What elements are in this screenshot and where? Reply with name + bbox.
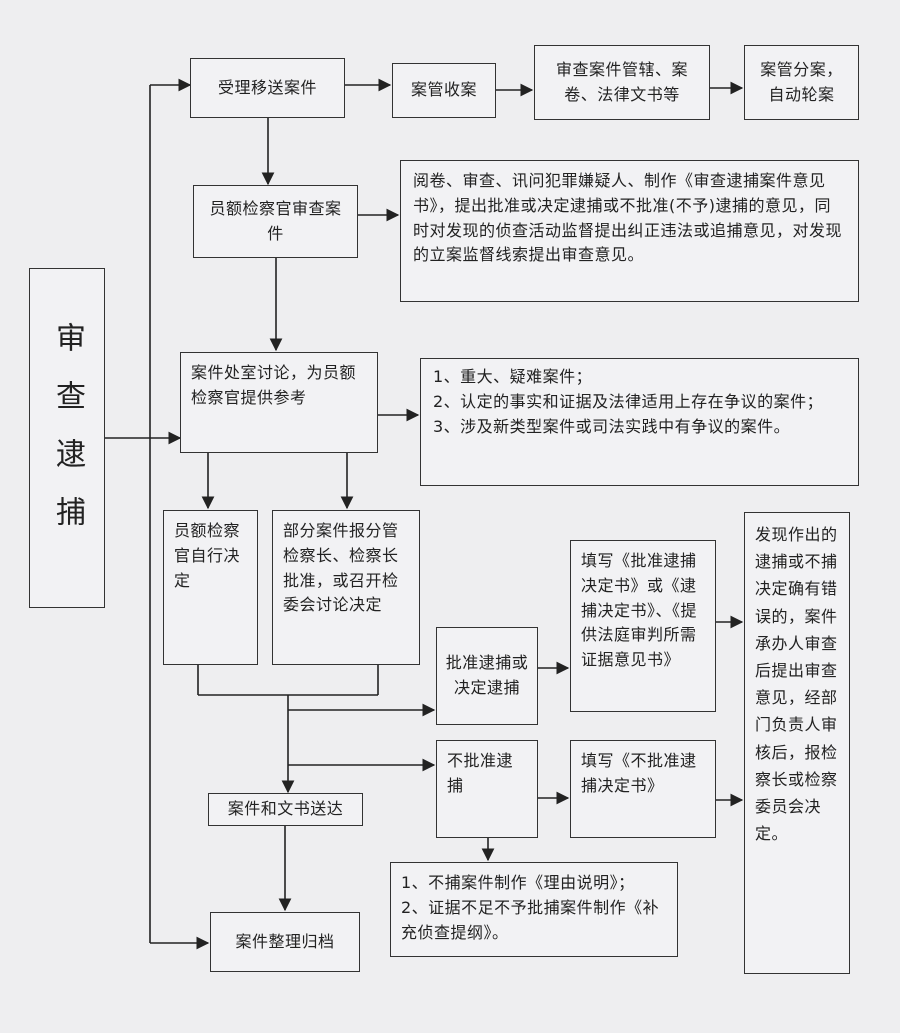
node-discussion-label: 案件处室讨论，为员额检察官提供参考: [191, 363, 357, 407]
not-arrest-note-item: 1、不捕案件制作《理由说明》；: [401, 873, 635, 892]
node-deliver: 案件和文书送达: [208, 793, 363, 826]
node-review-detail-label: 阅卷、审查、讯问犯罪嫌疑人、制作《审查逮捕案件意见书》，提出批准或决定逮捕或不批…: [413, 171, 843, 265]
node-not-approve-docs-label: 填写《不批准逮捕决定书》: [581, 751, 697, 795]
node-not-approve-label: 不批准逮捕: [447, 751, 514, 795]
node-archive-label: 案件整理归档: [235, 931, 335, 951]
node-self-decide: 员额检察官自行决定: [163, 510, 258, 665]
node-self-decide-label: 员额检察官自行决定: [174, 521, 241, 590]
node-review-jurisdiction-label: 审查案件管辖、案卷、法律文书等: [555, 59, 688, 104]
not-arrest-note-item: 2、证据不足不予批捕案件制作《补充侦查提纲》。: [401, 897, 660, 942]
node-prosecutor-review: 员额检察官审查案件: [193, 185, 358, 258]
node-not-approve-docs: 填写《不批准逮捕决定书》: [570, 740, 716, 838]
node-case-assign-label: 案管分案，自动轮案: [760, 59, 843, 104]
node-approve-docs-label: 填写《批准逮捕决定书》或《逮捕决定书》、《提供法庭审判所需证据意见书》: [581, 551, 698, 670]
title-text: 审查逮捕: [50, 322, 85, 554]
node-case-receipt: 案管收案: [392, 63, 496, 118]
node-report-decide: 部分案件报分管检察长、检察长批准，或召开检委会讨论决定: [272, 510, 420, 665]
node-error-correction-label: 发现作出的逮捕或不捕决定确有错误的，案件承办人审查后提出审查意见，经部门负责人审…: [755, 525, 838, 844]
discussion-case-item: 1、重大、疑难案件；: [433, 367, 593, 386]
node-report-decide-label: 部分案件报分管检察长、检察长批准，或召开检委会讨论决定: [283, 521, 399, 615]
node-approve-docs: 填写《批准逮捕决定书》或《逮捕决定书》、《提供法庭审判所需证据意见书》: [570, 540, 716, 712]
node-archive: 案件整理归档: [210, 912, 360, 972]
node-discussion: 案件处室讨论，为员额检察官提供参考: [180, 352, 378, 453]
node-not-arrest-notes: 1、不捕案件制作《理由说明》； 2、证据不足不予批捕案件制作《补充侦查提纲》。: [390, 862, 678, 957]
node-prosecutor-review-label: 员额检察官审查案件: [209, 198, 342, 243]
title-box: 审查逮捕: [29, 268, 105, 608]
node-discussion-cases: 1、重大、疑难案件； 2、认定的事实和证据及法律适用上存在争议的案件； 3、涉及…: [420, 358, 859, 486]
discussion-case-item: 2、认定的事实和证据及法律适用上存在争议的案件；: [433, 391, 824, 411]
node-case-assign: 案管分案，自动轮案: [744, 45, 859, 120]
node-accept: 受理移送案件: [190, 58, 345, 118]
node-review-jurisdiction: 审查案件管辖、案卷、法律文书等: [534, 45, 710, 120]
node-deliver-label: 案件和文书送达: [227, 799, 344, 819]
node-error-correction: 发现作出的逮捕或不捕决定确有错误的，案件承办人审查后提出审查意见，经部门负责人审…: [744, 512, 850, 974]
node-not-approve: 不批准逮捕: [436, 740, 538, 838]
node-approve: 批准逮捕或决定逮捕: [436, 627, 538, 725]
node-case-receipt-label: 案管收案: [410, 80, 477, 100]
node-approve-label: 批准逮捕或决定逮捕: [445, 653, 529, 697]
node-review-detail: 阅卷、审查、讯问犯罪嫌疑人、制作《审查逮捕案件意见书》，提出批准或决定逮捕或不批…: [400, 160, 859, 302]
node-accept-label: 受理移送案件: [217, 77, 317, 97]
discussion-case-item: 3、涉及新类型案件或司法实践中有争议的案件。: [433, 416, 791, 436]
